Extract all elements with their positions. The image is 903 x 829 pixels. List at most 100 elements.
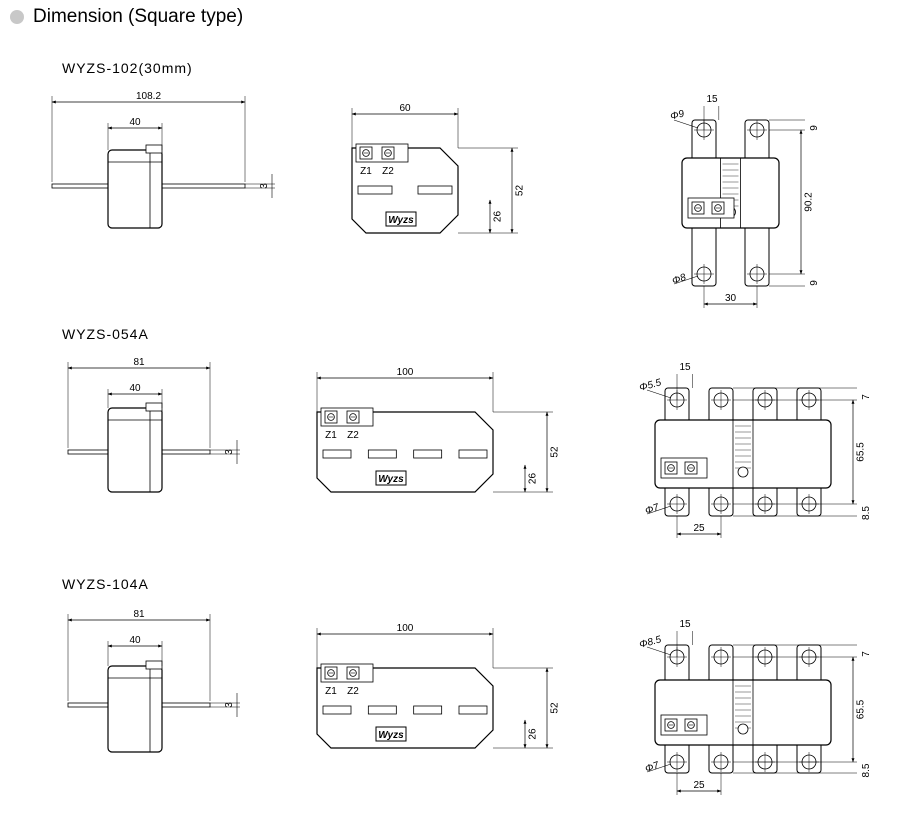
terminal-screw	[346, 410, 360, 424]
dimension-label: 8.5	[861, 763, 872, 777]
screw-head	[384, 149, 392, 157]
vent-slot	[458, 449, 488, 459]
screw-head	[667, 464, 675, 472]
terminal-block	[660, 714, 708, 736]
screw-head	[327, 413, 335, 421]
vent-slot	[417, 185, 453, 195]
hole-label: Φ8	[671, 272, 688, 287]
connector-tab	[145, 402, 163, 412]
sensor-housing	[316, 411, 494, 493]
vent-slot	[413, 705, 443, 715]
terminal-mark: Z1	[360, 166, 372, 177]
vent-slot	[458, 705, 488, 715]
vent-slot	[357, 185, 393, 195]
terminal-screw	[381, 146, 395, 160]
screw-head	[667, 721, 675, 729]
dimension-label: 9	[809, 125, 820, 131]
brand-logo	[375, 726, 407, 742]
vent-slot	[367, 705, 397, 715]
terminal-screw	[324, 410, 338, 424]
dimension-label: 3	[224, 702, 235, 708]
terminal-block	[660, 457, 708, 479]
dimension-label: 9	[809, 280, 820, 286]
model-label-3: WYZS-104A	[62, 576, 149, 592]
brand-logo-text: Wyzs	[378, 730, 404, 741]
leader-line	[646, 389, 672, 399]
dimension-label: 90.2	[803, 192, 814, 212]
screw-head	[349, 413, 357, 421]
dimension-label: 26	[527, 728, 538, 740]
dimension-label: 26	[492, 211, 503, 223]
terminal-screw	[324, 666, 338, 680]
dimension-label: 108.2	[136, 91, 161, 102]
dimension-label: 100	[397, 623, 414, 634]
dimension-label: 60	[399, 103, 411, 114]
sensor-body	[107, 407, 163, 493]
vent-slot	[413, 449, 443, 459]
terminal-mark: Z1	[325, 430, 337, 441]
dimension-label: 81	[133, 357, 145, 368]
leader-line	[673, 119, 699, 129]
screw-head	[687, 721, 695, 729]
section-title: Dimension (Square type)	[33, 6, 244, 27]
dimension-label: 26	[527, 473, 538, 485]
leader-line	[646, 646, 672, 656]
terminal-screw	[684, 718, 698, 732]
terminal-screw	[711, 201, 725, 215]
screw-head	[687, 464, 695, 472]
dimension-label: 52	[549, 446, 560, 458]
screw-head	[362, 149, 370, 157]
led-indicator	[737, 723, 749, 735]
terminal-screw	[359, 146, 373, 160]
terminal-screw	[684, 461, 698, 475]
dimension-label: 3	[259, 183, 270, 189]
dimension-label: 25	[693, 780, 705, 791]
screw-head	[349, 669, 357, 677]
dimension-label: 65.5	[855, 699, 866, 719]
connector-tab	[145, 660, 163, 670]
terminal-mark: Z2	[347, 686, 359, 697]
vent-slot	[322, 449, 352, 459]
sensor-body	[107, 149, 163, 229]
terminal-block	[687, 197, 735, 219]
terminal-mark: Z1	[325, 686, 337, 697]
dimension-label: 40	[129, 383, 141, 394]
terminal-screw	[664, 718, 678, 732]
dimension-label: 25	[693, 523, 705, 534]
dimension-label: 8.5	[861, 506, 872, 520]
terminal-screw	[664, 461, 678, 475]
brand-logo-text: Wyzs	[378, 474, 404, 485]
connector-tab	[145, 144, 163, 154]
leader-line	[646, 505, 672, 515]
model-label-1: WYZS-102(30mm)	[62, 60, 193, 76]
terminal-screw	[691, 201, 705, 215]
sensor-body	[107, 665, 163, 753]
sensor-housing	[351, 147, 459, 234]
screw-head	[714, 204, 722, 212]
brand-logo	[385, 211, 417, 227]
dimension-label: 65.5	[855, 442, 866, 462]
screw-head	[327, 669, 335, 677]
bullet-icon	[10, 10, 24, 24]
terminal-mark: Z2	[347, 430, 359, 441]
model-label-2: WYZS-054A	[62, 326, 149, 342]
vent-slot	[367, 449, 397, 459]
terminal-screw	[346, 666, 360, 680]
dimension-label: 40	[129, 117, 141, 128]
leader-line	[646, 763, 672, 773]
screw-head	[694, 204, 702, 212]
dimension-label: 7	[861, 651, 872, 657]
dimension-label: 100	[397, 367, 414, 378]
dimension-label: 81	[133, 609, 145, 620]
dimension-label: 15	[706, 94, 718, 105]
terminal-mark: Z2	[382, 166, 394, 177]
